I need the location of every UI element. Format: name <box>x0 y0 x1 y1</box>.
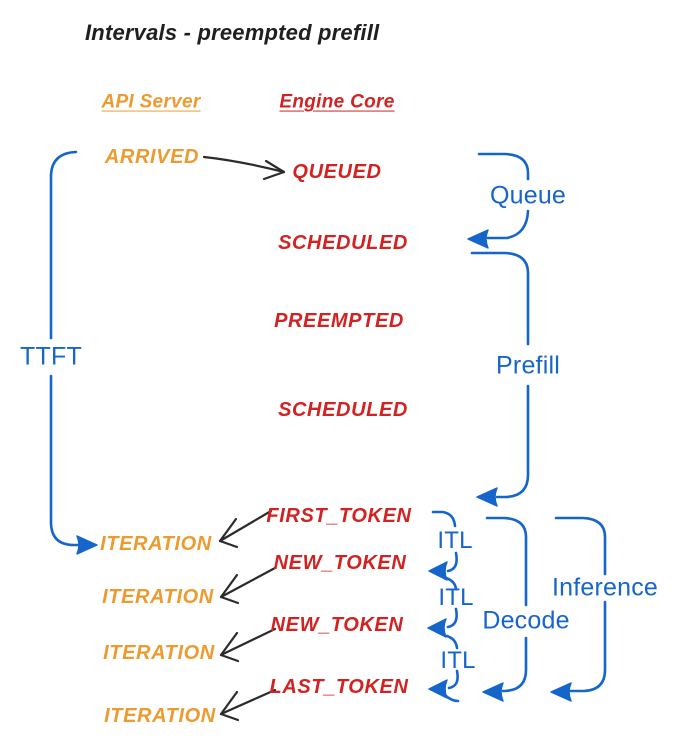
event-iteration-2: ITERATION <box>102 586 214 608</box>
event-new-token-2: NEW_TOKEN <box>270 614 404 636</box>
event-iteration-4: ITERATION <box>104 705 216 727</box>
event-iteration-1: ITERATION <box>100 533 212 555</box>
arrow-first-token-to-iteration-1 <box>218 509 273 549</box>
arrow-new-token-1-to-iteration-2 <box>219 566 277 605</box>
event-first-token: FIRST_TOKEN <box>266 505 412 527</box>
arrow-arrived-to-queued <box>202 155 286 181</box>
itl-arrowhead-2 <box>427 618 447 638</box>
event-arrived: ARRIVED <box>104 146 200 168</box>
event-scheduled-2: SCHEDULED <box>278 399 408 421</box>
prefill-arrowhead <box>476 487 498 507</box>
interval-itl-label-3: ITL <box>440 646 476 674</box>
event-scheduled-1: SCHEDULED <box>278 232 408 254</box>
itl-arrowhead-1 <box>428 561 448 581</box>
interval-prefill-label: Prefill <box>496 351 560 380</box>
itl-arrowhead-3 <box>428 679 448 699</box>
interval-ttft-label: TTFT <box>20 342 82 371</box>
inference-arrowhead <box>550 682 572 702</box>
interval-itl-label-1: ITL <box>437 526 473 554</box>
arrow-last-token-to-iteration-4 <box>219 688 277 722</box>
ttft-arrowhead <box>76 535 98 555</box>
interval-decode-label: Decode <box>482 606 570 635</box>
event-new-token-1: NEW_TOKEN <box>273 552 407 574</box>
event-preempted: PREEMPTED <box>274 310 404 332</box>
event-last-token: LAST_TOKEN <box>269 676 409 698</box>
interval-itl-label-2: ITL <box>438 583 474 611</box>
interval-queue-label: Queue <box>489 181 567 210</box>
diagram-title: Intervals - preempted prefill <box>85 19 380 45</box>
arrow-new-token-2-to-iteration-3 <box>219 627 277 663</box>
event-iteration-3: ITERATION <box>103 642 215 664</box>
decode-arrowhead <box>482 682 504 702</box>
event-queued: QUEUED <box>292 161 382 183</box>
engine-core-column-header: Engine Core <box>279 91 395 113</box>
queue-arrowhead <box>467 229 489 249</box>
interval-inference-label: Inference <box>551 573 659 602</box>
api-server-column-header: API Server <box>101 91 201 113</box>
